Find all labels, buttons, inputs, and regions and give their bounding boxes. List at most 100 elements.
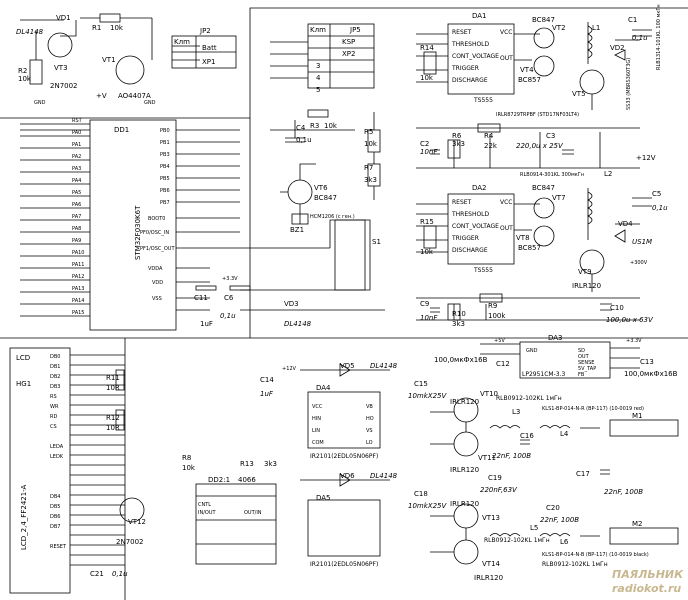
da4-vs: VS	[366, 428, 373, 434]
vd5-label: VD5	[340, 362, 355, 370]
c19-label: C19	[488, 474, 502, 482]
da2-out: OUT	[500, 225, 513, 232]
plus-v-label: +V	[96, 92, 107, 100]
c2-value: 10nF	[420, 148, 438, 156]
vt9-part: IRLR120	[572, 282, 601, 290]
lcd-db3: DB3	[50, 384, 60, 390]
da5-part: IR2101(2EDL05N06PF)	[310, 561, 378, 568]
pin-pa14: PA14	[72, 298, 84, 304]
vt12-label: VT12	[128, 518, 146, 526]
c13-label: C13	[640, 358, 654, 366]
vt4-label: VT4	[520, 66, 534, 74]
pin-pa9: PA9	[72, 238, 81, 244]
da2-threshold: THRESHOLD	[451, 211, 490, 218]
r1-value: 10k	[110, 24, 124, 32]
pin-rst: RST	[72, 118, 83, 124]
l1-label: L1	[592, 24, 600, 32]
jp2-label: JP2	[199, 27, 211, 35]
r9-label: R9	[488, 302, 497, 310]
da4-vcc: VCC	[312, 404, 323, 410]
vt3-label: VT3	[54, 64, 68, 72]
c6-value: 0,1u	[220, 312, 236, 320]
pin-pb5: PB5	[160, 176, 170, 182]
da1-discharge: DISCHARGE	[452, 77, 488, 84]
r12-label: R12	[106, 414, 120, 422]
c20-value: 22nF, 100B	[540, 516, 579, 524]
jp5-row4: 4	[316, 74, 321, 82]
vd3-label: VD3	[284, 300, 299, 308]
jp2-row1: Batt	[202, 44, 217, 52]
da3-part: LP2951CM-3.3	[522, 371, 565, 378]
r8-value: 10k	[182, 464, 196, 472]
vt14-label: VT14	[482, 560, 501, 568]
vt2-part: BC847	[532, 16, 555, 24]
r4-label: R4	[484, 132, 494, 140]
c18-value: 10mkX25V	[408, 502, 447, 510]
c19-value: 220nF,63V	[480, 486, 518, 494]
c5-label: C5	[652, 190, 661, 198]
da2-vcc: VCC	[500, 199, 512, 206]
c3-label: C3	[546, 132, 555, 140]
vt10-label: VT10	[480, 390, 498, 398]
c12-label: C12	[496, 360, 510, 368]
bz1-label: BZ1	[290, 226, 304, 234]
watermark-logo: ПАЯЛЬНИК	[612, 568, 684, 581]
da3-pin-fb: FB	[578, 372, 585, 378]
vd1-part: DL4148	[16, 28, 44, 36]
r12-value: 10R	[106, 424, 120, 432]
pin-pb7: PB7	[160, 200, 170, 206]
l2-label: L2	[604, 170, 612, 178]
da4-hin: HIN	[312, 416, 321, 422]
vt5-part: IRLR8729TRPBF (STD17NF03LT4)	[496, 112, 579, 118]
vd3-part: DL4148	[284, 320, 312, 328]
lcd-rs: RS	[50, 394, 57, 400]
l5-part: RLB0912-102KL 1мГн	[484, 537, 550, 544]
c11-label: C11	[194, 294, 208, 302]
vcc-label: +3.3V	[222, 276, 238, 282]
l2-part: RLB0914-301KL 300мкГн	[520, 172, 584, 178]
da3-pin-out: OUT	[578, 354, 590, 360]
vt14-part: IRLR120	[474, 574, 503, 582]
vt4-part: BC857	[518, 76, 541, 84]
lcd-db0: DB0	[50, 354, 60, 360]
pin-pa7: PA7	[72, 214, 81, 220]
da2-cv: CONT_VOLTAGE	[452, 223, 499, 230]
c13-value: 100,0мкФх16В	[624, 370, 678, 378]
da2-label: DA2	[472, 184, 487, 192]
lcd-part: LCD_2,4_FF2421-A	[20, 484, 28, 550]
r5-label: R5	[364, 128, 373, 136]
vd4-label: VD4	[618, 220, 633, 228]
vd2-label: VD2	[610, 44, 625, 52]
dd2-label: DD2:1	[208, 476, 230, 484]
vt11-label: VT11	[478, 454, 496, 462]
pin-pa12: PA12	[72, 274, 84, 280]
c14-label: C14	[260, 376, 274, 384]
r2-value: 10k	[18, 75, 32, 83]
vt8-part: BC857	[518, 244, 541, 252]
da1-vcc: VCC	[500, 29, 512, 36]
da2-discharge: DISCHARGE	[452, 247, 488, 254]
r11-label: R11	[106, 374, 120, 382]
c5-value: 0,1u	[652, 204, 668, 212]
pin-pb0: PB0	[160, 128, 170, 134]
vt8-label: VT8	[516, 234, 530, 242]
lcd-label: LCD	[16, 354, 30, 362]
c6-label: C6	[224, 294, 234, 302]
c11-value: 1uF	[200, 320, 213, 328]
pin-pf0: PF0/OSC_IN	[140, 230, 169, 236]
vt1-part: AO4407A	[118, 92, 151, 100]
lcd-cs: CS	[50, 424, 57, 430]
l3-part: RLB0912-102KL 1мГн	[496, 395, 562, 402]
c2-label: C2	[420, 140, 429, 148]
m1-label: M1	[632, 412, 643, 420]
r9-value: 100k	[488, 312, 506, 320]
pin-pf1: PF1/OSC_OUT	[140, 246, 175, 252]
pin-pa10: PA10	[72, 250, 84, 256]
r3-value: 10k	[324, 122, 338, 130]
vd1-label: VD1	[56, 14, 71, 22]
vt6-label: VT6	[314, 184, 328, 192]
r15-label: R15	[420, 218, 434, 226]
pin-pb6: PB6	[160, 188, 170, 194]
vd6-label: VD6	[340, 472, 355, 480]
